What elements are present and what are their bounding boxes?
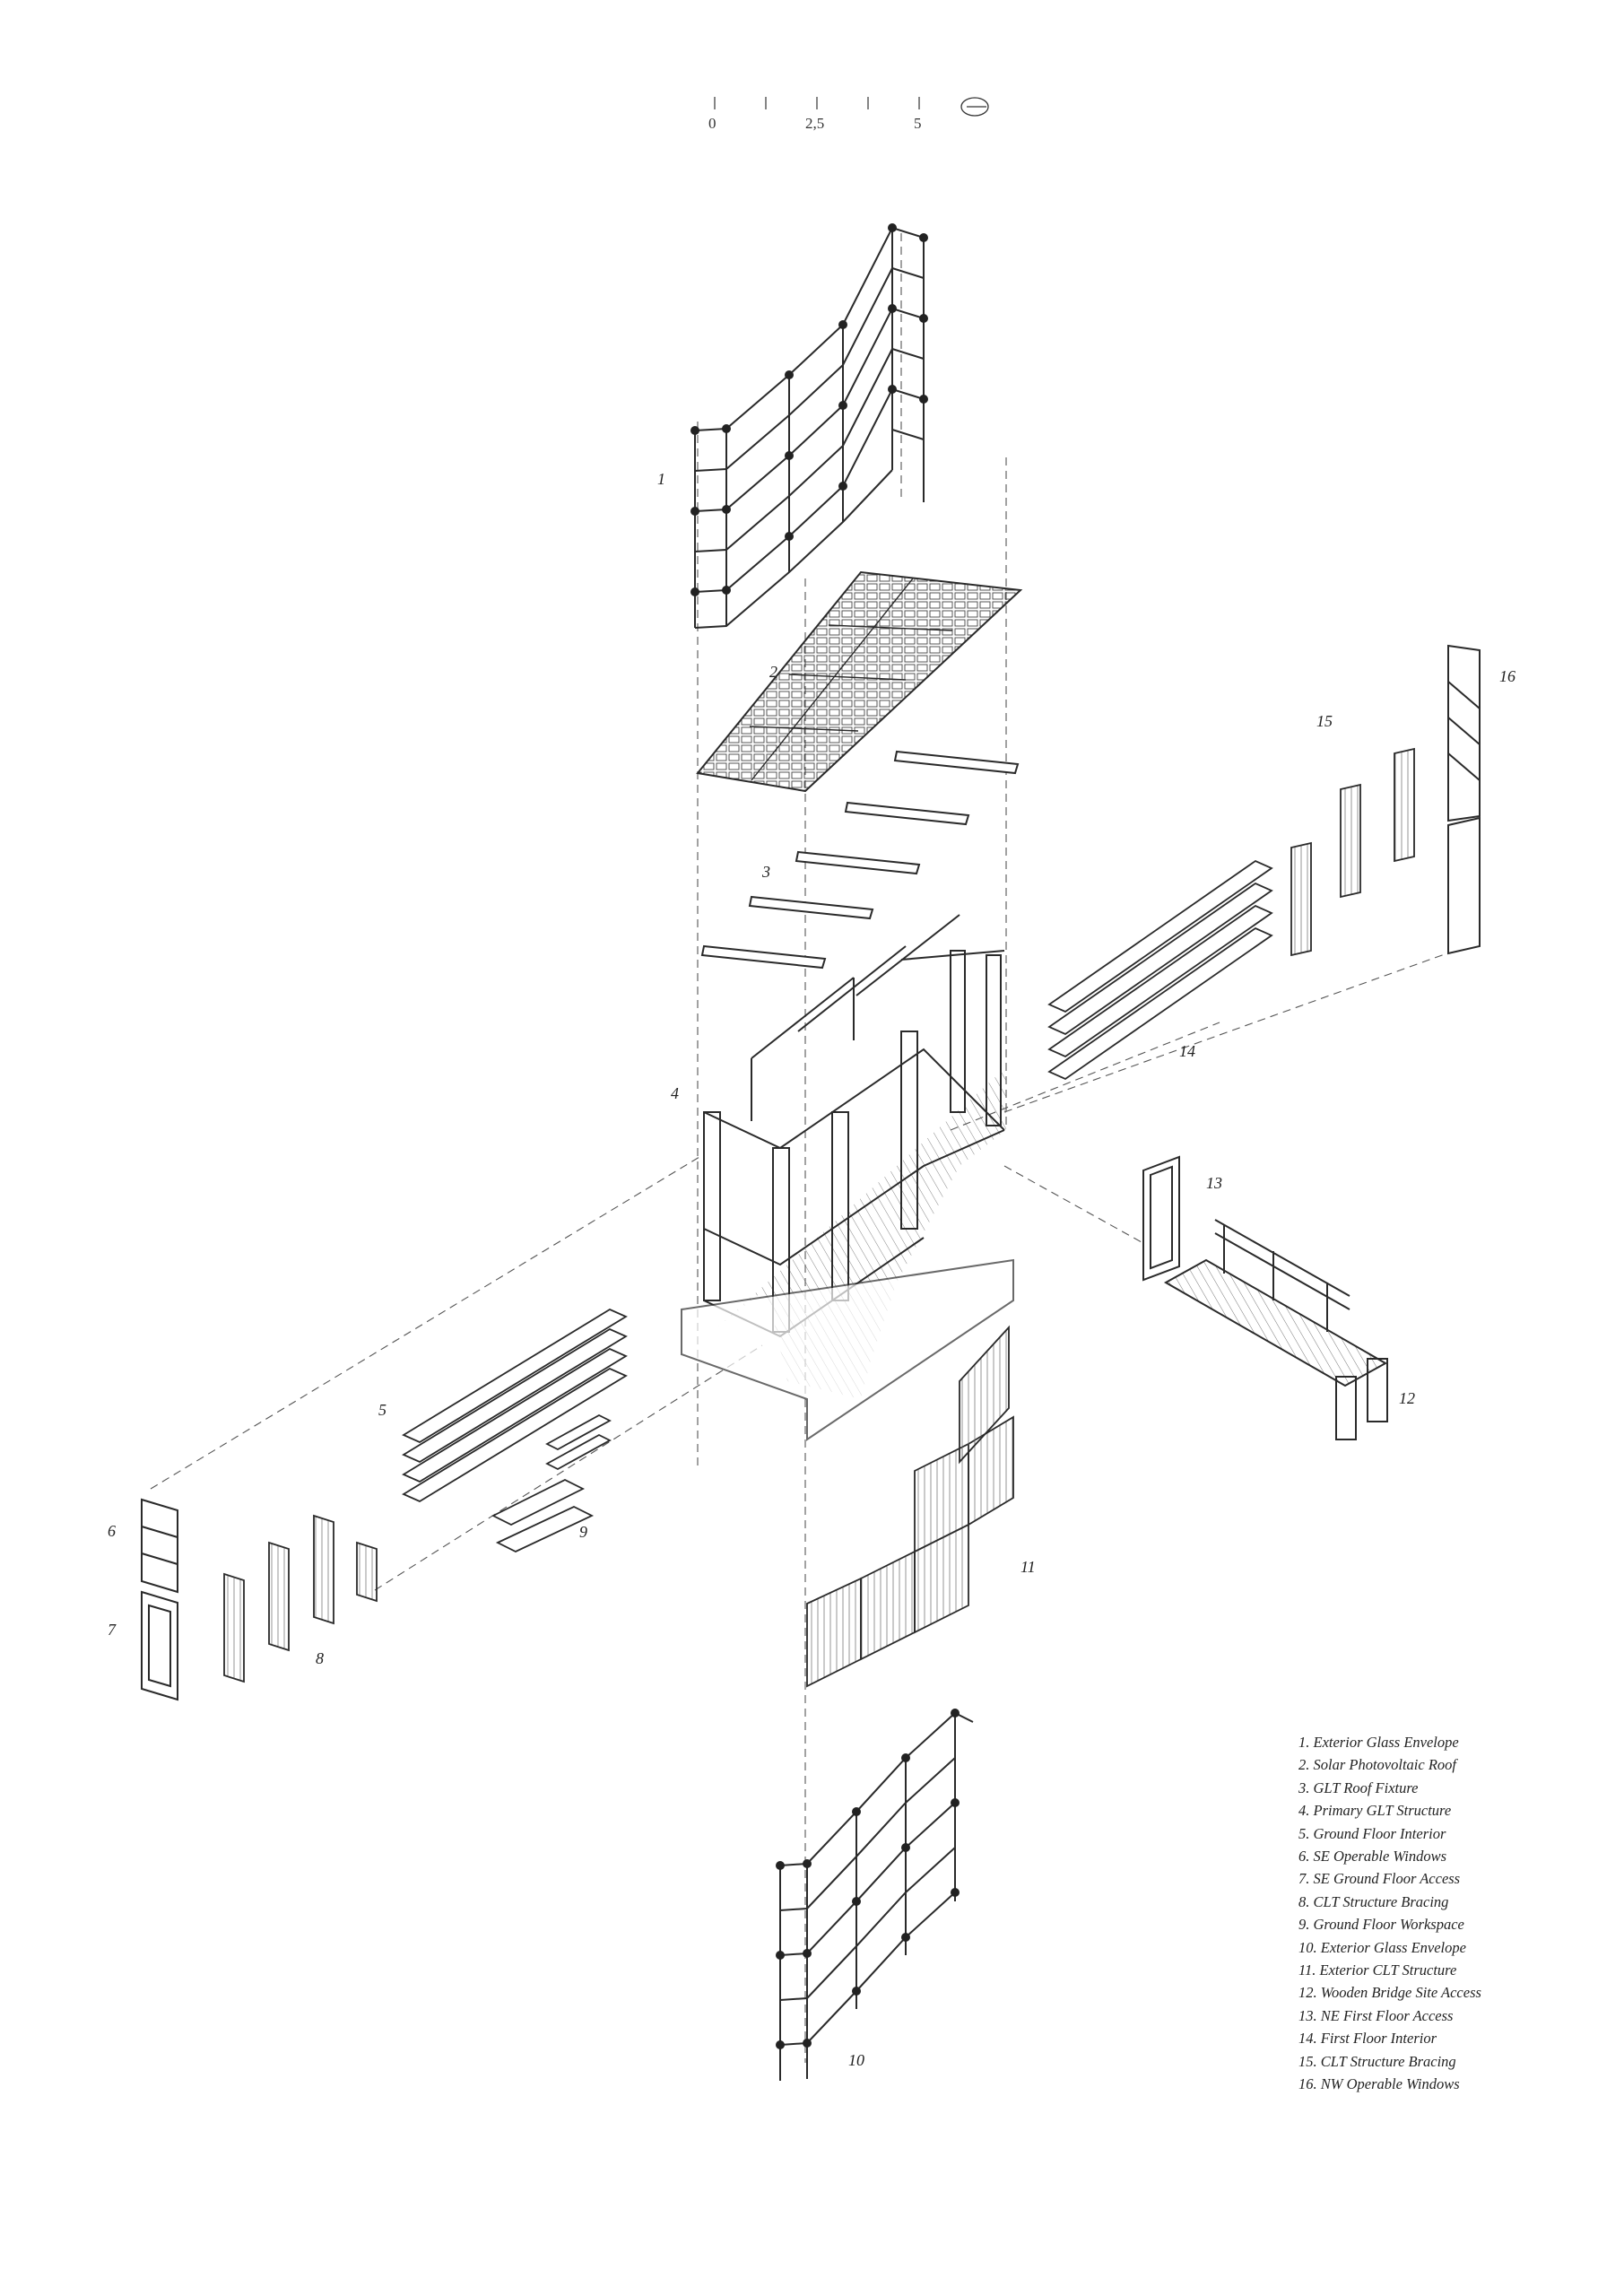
legend-item: 4. Primary GLT Structure [1298, 1802, 1452, 1820]
callout-2: 2 [769, 663, 777, 681]
callout-3: 3 [761, 863, 770, 881]
nw-operable-windows [1447, 644, 1481, 955]
callout-5: 5 [378, 1401, 386, 1419]
legend-item: 13. NE First Floor Access [1298, 2006, 1454, 2024]
clt-structure-bracing-se [223, 1514, 378, 1683]
clt-structure-bracing-nw [1290, 747, 1415, 957]
scale-label-2-5: 2,5 [805, 115, 824, 132]
legend-item: 10. Exterior Glass Envelope [1298, 1938, 1466, 1956]
callout-13: 13 [1206, 1174, 1222, 1192]
legend-item: 15. CLT Structure Bracing [1298, 2052, 1456, 2070]
exterior-glass-envelope-bottom [776, 1709, 974, 2081]
legend-item: 7. SE Ground Floor Access [1298, 1870, 1461, 1888]
projection-lines [150, 233, 1481, 2063]
callout-9: 9 [579, 1523, 587, 1541]
callout-11: 11 [1020, 1558, 1036, 1576]
legend-item: 16. NW Operable Windows [1298, 2075, 1460, 2093]
exterior-clt-structure [806, 1325, 1014, 1688]
legend-item: 12. Wooden Bridge Site Access [1298, 1984, 1481, 2002]
callout-15: 15 [1316, 712, 1333, 730]
solar-photovoltaic-roof [696, 570, 1023, 793]
callout-1: 1 [657, 470, 665, 488]
glt-roof-fixture [700, 750, 1020, 970]
legend-item: 2. Solar Photovoltaic Roof [1298, 1756, 1456, 1774]
wooden-bridge-site-access [1163, 1219, 1388, 1440]
north-arrow-icon [960, 97, 989, 117]
callout-7: 7 [108, 1621, 117, 1639]
callout-4: 4 [671, 1084, 679, 1102]
scale-label-5: 5 [914, 115, 922, 132]
ground-floor-workspace [491, 1478, 595, 1553]
ground-floor-interior [402, 1308, 628, 1503]
scale-label-0: 0 [708, 115, 716, 132]
callout-8: 8 [316, 1649, 324, 1667]
se-windows-and-door [141, 1498, 178, 1701]
callout-12: 12 [1399, 1389, 1415, 1407]
callout-16: 16 [1499, 667, 1515, 685]
legend-item: 3. GLT Roof Fixture [1298, 1779, 1419, 1796]
primary-glt-structure [681, 914, 1014, 1441]
legend-item: 11. Exterior CLT Structure [1298, 1961, 1457, 1979]
callout-6: 6 [108, 1522, 116, 1540]
exterior-glass-envelope-top [690, 223, 928, 629]
first-floor-interior [1047, 859, 1273, 1081]
legend-item: 8. CLT Structure Bracing [1298, 1892, 1449, 1910]
scale-bar [714, 97, 920, 109]
legend-item: 14. First Floor Interior [1298, 2030, 1437, 2048]
callout-10: 10 [848, 2051, 864, 2069]
legend-item: 6. SE Operable Windows [1298, 1848, 1446, 1866]
legend-item: 9. Ground Floor Workspace [1298, 1916, 1464, 1934]
legend: 1. Exterior Glass Envelope 2. Solar Phot… [1298, 1731, 1594, 2096]
legend-item: 5. Ground Floor Interior [1298, 1824, 1446, 1842]
ne-first-floor-access [1142, 1155, 1180, 1282]
legend-item: 1. Exterior Glass Envelope [1298, 1734, 1459, 1751]
callout-14: 14 [1179, 1042, 1195, 1060]
